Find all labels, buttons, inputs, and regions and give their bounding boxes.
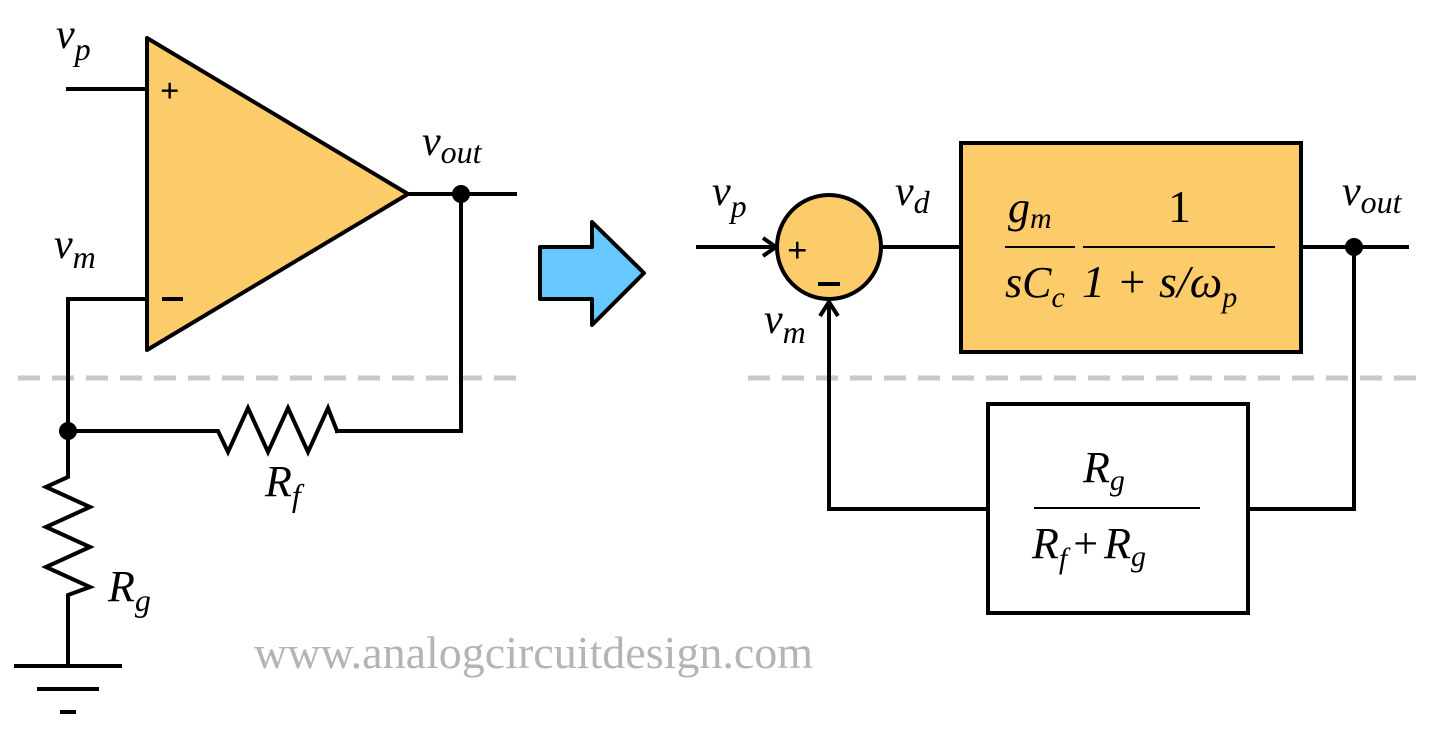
vm-arrowhead-icon	[818, 298, 840, 318]
sum-plus-sign: +	[787, 230, 808, 270]
label-vd: vd	[895, 169, 931, 220]
label-vm: vm	[764, 297, 806, 350]
transform-arrow-icon	[538, 220, 646, 327]
opamp-plus-sign: +	[160, 73, 179, 110]
feedback-wire-right	[1246, 245, 1356, 511]
forward-num2: 1	[1168, 181, 1191, 232]
block-diagram: + gm sCc 1 1 + s/ωp Rg Rf+Rg vp vd vm vo…	[696, 141, 1409, 615]
vm-wire	[66, 297, 149, 433]
label-vp: vp	[56, 12, 91, 67]
feedback-den: Rf+Rg	[1031, 519, 1146, 575]
forward-num1: gm	[1008, 183, 1052, 235]
label-vout: vout	[1342, 169, 1403, 220]
label-vm: vm	[54, 222, 96, 275]
label-rg: Rg	[107, 562, 151, 618]
feedback-num: Rg	[1082, 443, 1125, 497]
label-vp: vp	[712, 169, 747, 224]
rg-resistor-icon	[41, 429, 96, 667]
opamp-circuit: + vp vm vout Rf Rg	[14, 12, 517, 714]
feedback-wire-left	[827, 303, 990, 511]
label-vout: vout	[422, 119, 483, 170]
opamp-triangle	[145, 36, 410, 352]
forward-den1: sCc	[1005, 258, 1065, 314]
watermark-text: www.analogcircuitdesign.com	[254, 627, 813, 678]
rf-resistor-icon	[66, 402, 340, 457]
label-rf: Rf	[264, 457, 305, 513]
feedback-wire-right	[335, 192, 463, 433]
forward-den2: 1 + s/ωp	[1082, 256, 1237, 314]
